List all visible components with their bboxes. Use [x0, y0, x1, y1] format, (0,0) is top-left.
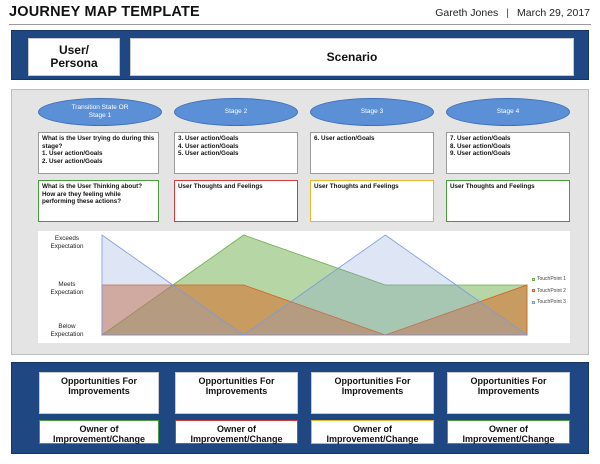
opportunities-band: Opportunities For Improvements Opportuni…: [11, 362, 589, 454]
area-series-3: [101, 234, 529, 336]
header-separator: |: [506, 7, 510, 19]
legend-swatch-1: [532, 277, 535, 281]
owner-box-2[interactable]: Owner of Improvement/Change: [175, 420, 298, 444]
scenario-box[interactable]: Scenario: [130, 38, 574, 76]
stage-2-actions[interactable]: 3. User action/Goals 4. User action/Goal…: [174, 132, 298, 174]
y-tick-below: Below Expectation: [50, 323, 84, 338]
user-persona-box[interactable]: User/ Persona: [28, 38, 120, 76]
opportunities-box-1[interactable]: Opportunities For Improvements: [39, 372, 159, 414]
owner-box-1[interactable]: Owner of Improvement/Change: [39, 420, 159, 444]
opportunities-box-3[interactable]: Opportunities For Improvements: [311, 372, 434, 414]
page-title: JOURNEY MAP TEMPLATE: [9, 4, 200, 20]
stage-4-ellipse[interactable]: Stage 4: [446, 98, 570, 126]
stage-4-thoughts[interactable]: User Thoughts and Feelings: [446, 180, 570, 222]
stage-1-actions[interactable]: What is the User trying do during this s…: [38, 132, 159, 174]
chart-legend: TouchPoint 1 TouchPoint 2 TouchPoint 3: [532, 276, 566, 311]
header-meta: Gareth Jones | March 29, 2017: [435, 7, 590, 19]
persona-scenario-band: User/ Persona Scenario: [11, 30, 589, 80]
stage-1-thoughts[interactable]: What is the User Thinking about? How are…: [38, 180, 159, 222]
stage-3-actions[interactable]: 6. User action/Goals: [310, 132, 434, 174]
stage-4-actions[interactable]: 7. User action/Goals 8. User action/Goal…: [446, 132, 570, 174]
opportunities-box-4[interactable]: Opportunities For Improvements: [447, 372, 570, 414]
journey-panel: Transition State OR Stage 1 Stage 2 Stag…: [11, 89, 589, 355]
legend-swatch-2: [532, 289, 535, 292]
header-divider: [9, 24, 591, 25]
legend-label-3: TouchPoint 3: [537, 299, 566, 305]
date-label: March 29, 2017: [517, 7, 590, 19]
owner-box-4[interactable]: Owner of Improvement/Change: [447, 420, 570, 444]
stage-3-ellipse[interactable]: Stage 3: [310, 98, 434, 126]
y-tick-exceeds: Exceeds Expectation: [50, 235, 84, 250]
opportunities-box-2[interactable]: Opportunities For Improvements: [175, 372, 298, 414]
area-series-2: [101, 284, 528, 336]
legend-label-1: TouchPoint 1: [537, 276, 566, 282]
chart-plot: [100, 234, 529, 336]
stage-3-thoughts[interactable]: User Thoughts and Feelings: [310, 180, 434, 222]
stage-2-ellipse[interactable]: Stage 2: [174, 98, 298, 126]
legend-swatch-3: [532, 300, 535, 304]
owner-box-3[interactable]: Owner of Improvement/Change: [311, 420, 434, 444]
touchpoint-chart: Exceeds Expectation Meets Expectation Be…: [38, 231, 570, 343]
stage-2-thoughts[interactable]: User Thoughts and Feelings: [174, 180, 298, 222]
y-tick-meets: Meets Expectation: [50, 281, 84, 296]
author-name: Gareth Jones: [435, 7, 499, 19]
stage-1-ellipse[interactable]: Transition State OR Stage 1: [38, 98, 162, 126]
legend-item-3: TouchPoint 3: [532, 299, 566, 305]
legend-item-1: TouchPoint 1: [532, 276, 566, 282]
legend-item-2: TouchPoint 2: [532, 288, 566, 294]
legend-label-2: TouchPoint 2: [537, 287, 566, 294]
